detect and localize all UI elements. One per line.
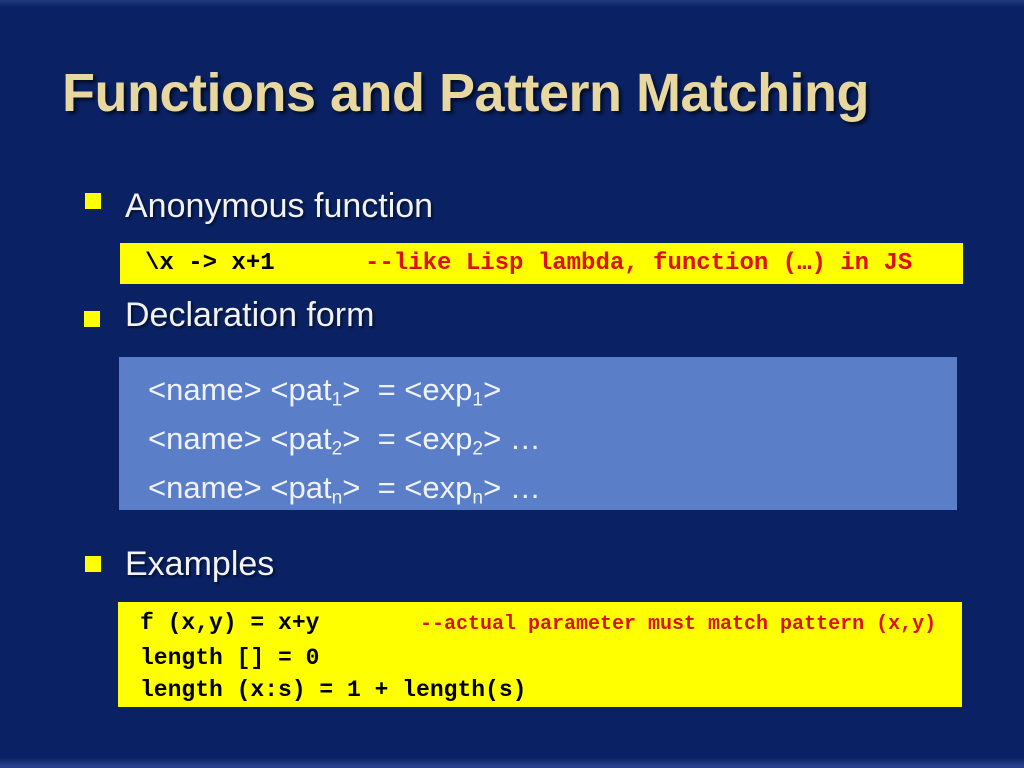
code-text: length [] = 0 <box>140 644 320 671</box>
declaration-line: <name> <pat1> = <exp1> <box>148 372 502 411</box>
comment-text: --like Lisp lambda, function (…) in JS <box>365 250 913 277</box>
example-code-line: f (x,y) = x+y --actual parameter must mat… <box>140 607 962 642</box>
bullet-square-icon <box>85 556 101 572</box>
bullet-square-icon <box>85 193 101 209</box>
examples-box: f (x,y) = x+y --actual parameter must mat… <box>118 602 962 707</box>
code-text: length (x:s) = 1 + length(s) <box>140 677 527 703</box>
declaration-line: <name> <patn> = <expn> … <box>148 470 541 509</box>
page-title: Functions and Pattern Matching <box>62 63 870 123</box>
code-text: f (x,y) = x+y <box>140 610 320 636</box>
bullet-square-icon <box>84 311 100 327</box>
heading-examples: Examples <box>125 545 275 583</box>
declaration-box: <name> <pat1> = <exp1> <name> <pat2> = <e… <box>119 357 957 510</box>
comment-text: --actual parameter must match pattern (x… <box>420 613 937 636</box>
heading-anonymous-function: Anonymous function <box>125 187 434 225</box>
declaration-line: <name> <pat2> = <exp2> … <box>148 421 541 460</box>
heading-declaration-form: Declaration form <box>125 296 375 334</box>
example-code-line: length [] = 0 <box>140 642 962 675</box>
code-text: \x -> x+1 <box>145 250 275 277</box>
example-code-line: length (x:s) = 1 + length(s) <box>140 674 962 707</box>
anonymous-code-box: \x -> x+1 --like Lisp lambda, function (…… <box>120 243 963 284</box>
